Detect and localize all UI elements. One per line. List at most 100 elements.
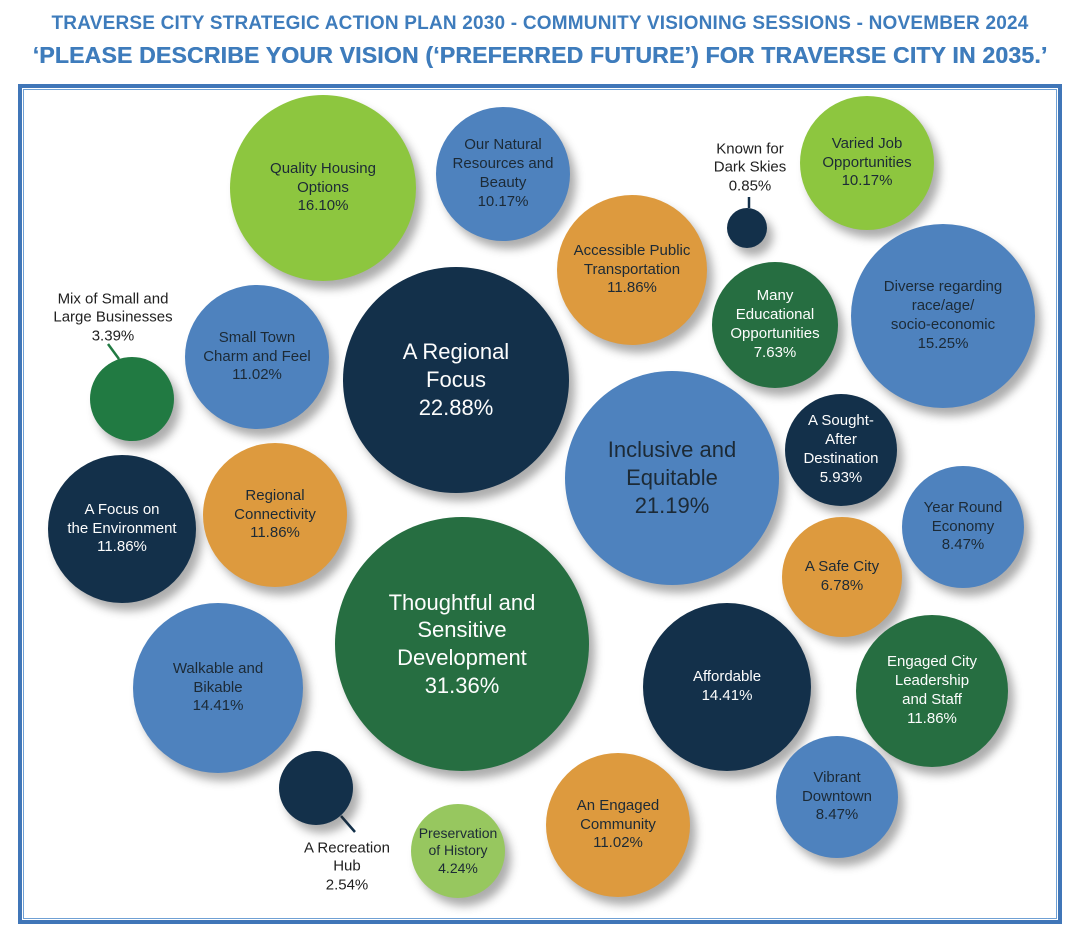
bubble-percent: 11.86%	[907, 709, 957, 727]
bubble-label-line: Leadership	[894, 672, 970, 690]
bubble-label-line: race/age/	[911, 297, 975, 315]
bubble-percent: 11.86%	[607, 279, 657, 297]
bubble-label-line: Varied Job	[831, 134, 903, 152]
bubble-label-line: Options	[297, 178, 349, 196]
bubble-label-line: of History	[428, 842, 488, 859]
bubble-label-line: Affordable	[692, 668, 762, 686]
bubble-small-large-businesses	[90, 357, 174, 441]
outside-label-line: Mix of Small and	[57, 290, 169, 308]
bubble-label-line: the Environment	[67, 519, 177, 537]
bubble-percent: 31.36%	[424, 672, 500, 698]
outside-label-line: Dark Skies	[713, 158, 787, 176]
bubble-label-line: Regional	[245, 486, 305, 504]
bubble-label-line: Destination	[803, 450, 879, 467]
bubble-dark-skies	[727, 208, 767, 248]
page-title: TRAVERSE CITY STRATEGIC ACTION PLAN 2030…	[51, 13, 1029, 34]
bubble-label-line: A Focus on	[84, 500, 160, 518]
bubble-label-line: socio-economic	[890, 316, 996, 333]
bubble-percent: 4.24%	[438, 859, 478, 876]
bubble-label-line: Sensitive	[417, 617, 507, 643]
bubble-percent: 14.41%	[701, 687, 753, 704]
outside-label-line: Hub	[333, 857, 361, 875]
bubble-label-line: Charm and Feel	[203, 347, 311, 365]
bubble-label-line: A Regional	[402, 339, 510, 365]
bubble-percent: 11.02%	[232, 366, 282, 384]
bubble-percent: 21.19%	[634, 492, 710, 518]
bubble-label-line: Vibrant	[813, 768, 861, 786]
bubble-label-line: Development	[397, 645, 527, 670]
bubble-label-line: Walkable and	[172, 659, 264, 677]
page-question: ‘PLEASE DESCRIBE YOUR VISION (‘PREFERRED…	[32, 42, 1048, 68]
bubble-label-line: A Sought-	[808, 412, 874, 430]
header: TRAVERSE CITY STRATEGIC ACTION PLAN 2030…	[0, 13, 1080, 69]
bubble-label-line: Transportation	[583, 260, 681, 278]
bubble-percent: 6.78%	[820, 577, 864, 594]
bubble-label-line: Inclusive and	[607, 437, 737, 463]
outside-label-line: 3.39%	[91, 327, 135, 345]
bubble-percent: 11.86%	[97, 538, 147, 556]
bubble-label-line: Diverse regarding	[883, 278, 1003, 296]
bubble-label-line: A Safe City	[804, 558, 880, 576]
bubble-label-line: Community	[580, 815, 656, 833]
bubble-recreation-hub	[279, 751, 353, 825]
bubble-percent: 15.25%	[917, 334, 969, 352]
bubble-label-line: Economy	[931, 517, 995, 535]
outside-label-line: 2.54%	[325, 876, 369, 894]
bubble-percent: 8.47%	[815, 806, 859, 824]
bubble-label-line: Resources and	[452, 155, 554, 173]
bubble-label-line: Year Round	[923, 498, 1003, 516]
bubble-label-line: Many	[756, 287, 794, 305]
bubble-label-line: Our Natural	[464, 136, 542, 154]
outside-label-line: Known for	[716, 140, 784, 158]
bubble-label-line: Connectivity	[234, 505, 316, 523]
bubble-label-line: Bikable	[193, 678, 243, 696]
small-large-businesses-connector	[106, 343, 121, 360]
bubble-label-line: Educational	[735, 306, 815, 324]
bubble-percent: 22.88%	[418, 394, 494, 420]
outside-label-line: 0.85%	[728, 177, 772, 195]
bubble-percent: 7.63%	[753, 343, 797, 361]
bubble-label-line: Small Town	[218, 328, 296, 346]
bubble-label-line: and Staff	[902, 691, 962, 708]
bubble-percent: 14.41%	[192, 697, 244, 715]
bubble-label-line: Engaged City	[886, 653, 978, 671]
outside-label-line: Large Businesses	[53, 308, 173, 326]
bubble-label-line: An Engaged	[576, 796, 660, 814]
bubble-percent: 16.10%	[297, 197, 349, 215]
